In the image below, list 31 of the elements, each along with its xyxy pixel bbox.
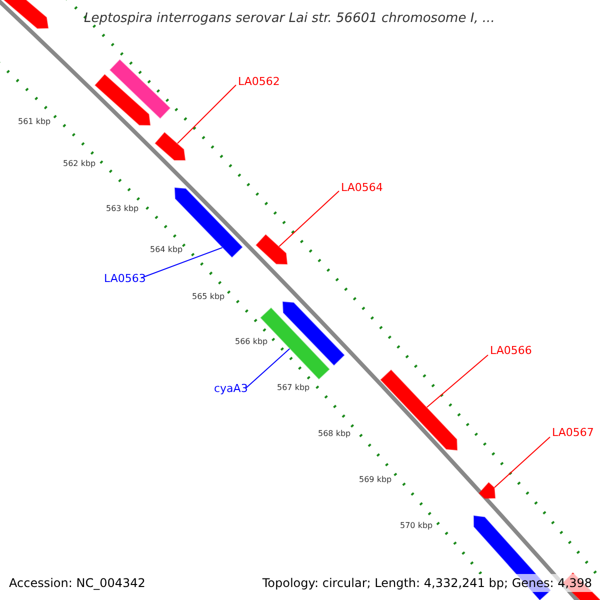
leader-line [426,354,488,408]
position-label: 569 kbp [359,475,392,485]
gene-feature [256,234,288,265]
gene-feature [154,132,186,160]
genome-summary-text: Topology: circular; Length: 4,332,241 bp; Genes: 4,398 [262,574,592,592]
position-label: 567 kbp [277,383,310,393]
position-label: 568 kbp [318,429,351,439]
leader-line [278,190,340,247]
map-title: Leptospira interrogans serovar Lai str. 56601 chromosome I, ... [84,10,495,28]
gene-feature [282,301,345,366]
position-label: 562 kbp [63,159,96,169]
leader-line [177,84,236,144]
gene-label: LA0566 [490,344,532,357]
leader-line [246,348,290,388]
position-label: 564 kbp [150,245,183,255]
gene-feature [110,59,170,119]
position-label: 570 kbp [400,521,433,531]
gene-label: LA0563 [104,272,146,285]
gene-label: LA0564 [341,181,383,194]
gene-label: cyaA3 [214,382,248,395]
gene-feature [478,482,496,499]
position-label: 563 kbp [106,204,139,214]
position-label: 565 kbp [192,292,225,302]
position-label: 566 kbp [235,337,268,347]
gene-label: LA0562 [238,75,280,88]
leader-line [494,436,550,488]
position-label: 561 kbp [18,117,51,127]
gene-feature [94,74,151,126]
gene-label: LA0567 [552,426,594,439]
gene-feature [380,370,458,451]
gene-feature [2,0,49,29]
